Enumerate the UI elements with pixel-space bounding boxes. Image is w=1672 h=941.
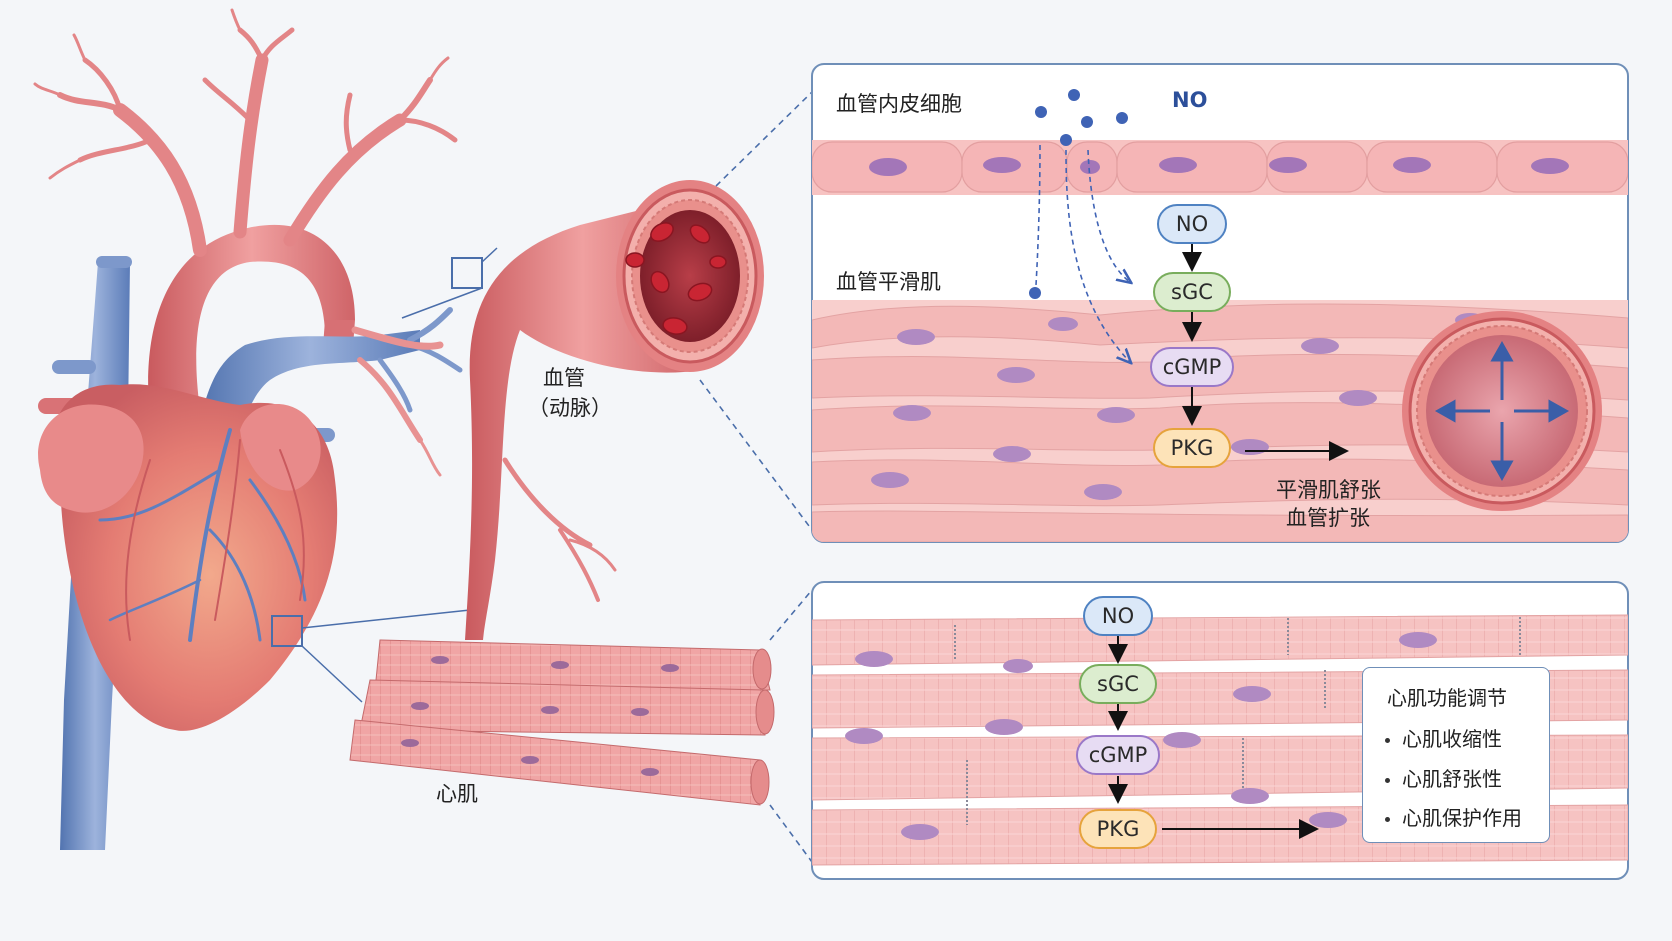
function-item: 心肌保护作用 <box>1385 802 1522 831</box>
cardiac-muscle-fibers <box>349 639 775 806</box>
no-molecule-label: NO <box>1172 88 1208 112</box>
bullet-icon <box>1385 817 1390 822</box>
heart-illustration <box>33 8 498 850</box>
artery-cross-section <box>465 180 764 640</box>
vessel-label-line1: 血管 <box>543 366 585 390</box>
cardiac-function-box: 心肌功能调节 心肌收缩性 心肌舒张性 心肌保护作用 <box>1362 667 1550 843</box>
bullet-icon <box>1385 738 1390 743</box>
function-box-title: 心肌功能调节 <box>1387 686 1507 710</box>
bullet-icon <box>1385 778 1390 783</box>
vessel-label-line2: （动脉） <box>528 396 612 420</box>
endothelium-label: 血管内皮细胞 <box>836 92 962 116</box>
pathway-cardiac-pkg: PKG <box>1079 809 1157 849</box>
pathway-cardiac-no: NO <box>1083 596 1153 636</box>
result-label-line2: 血管扩张 <box>1286 506 1370 530</box>
pathway-vascular-cgmp: cGMP <box>1150 347 1234 387</box>
dilation-arrow-icon <box>1434 340 1570 482</box>
function-item: 心肌舒张性 <box>1385 763 1502 792</box>
smooth-muscle-label: 血管平滑肌 <box>836 270 941 294</box>
pathway-vascular-sgc: sGC <box>1153 272 1231 312</box>
pathway-cardiac-cgmp: cGMP <box>1076 735 1160 775</box>
function-item: 心肌收缩性 <box>1385 723 1502 752</box>
result-label-line1: 平滑肌舒张 <box>1276 478 1381 502</box>
pathway-vascular-pkg: PKG <box>1153 428 1231 468</box>
cardiac-muscle-label: 心肌 <box>436 782 478 806</box>
pathway-cardiac-sgc: sGC <box>1079 664 1157 704</box>
pathway-vascular-no: NO <box>1157 204 1227 244</box>
